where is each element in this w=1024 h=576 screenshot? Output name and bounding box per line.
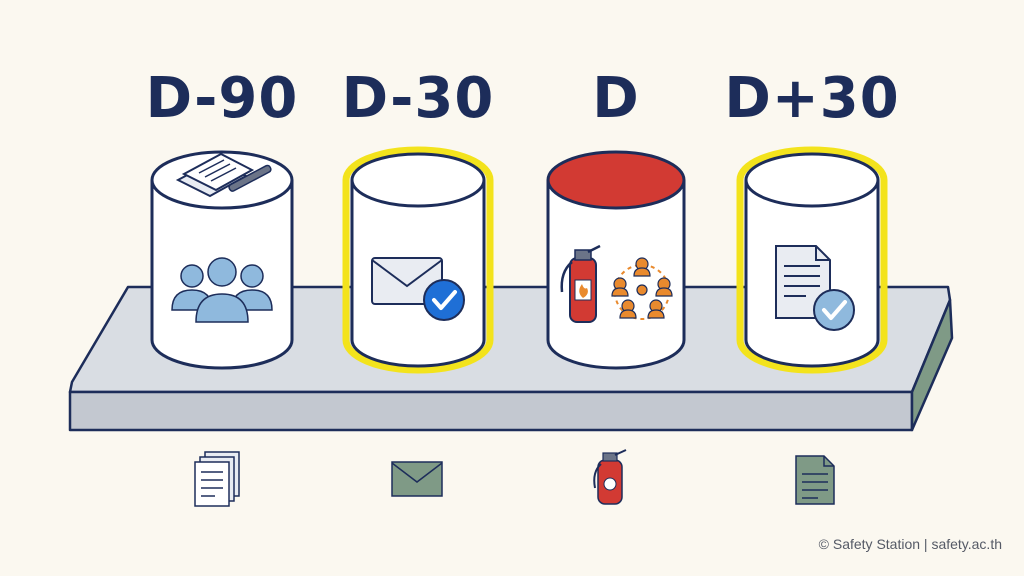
footer-credit: © Safety Station | safety.ac.th [818,536,1002,552]
milestone-label-d-plus-30: D+30 [724,66,900,131]
fire-extinguisher-icon [593,449,627,505]
cylinder-d-90 [150,150,294,370]
milestone-label-d: D [592,66,640,131]
document-check-icon [775,245,855,331]
envelope-check-icon [371,257,465,321]
document-pen-icon [175,152,272,198]
milestone-label-d-30: D-30 [341,66,495,131]
cylinder-d-30 [342,146,494,374]
document-icon [795,455,835,505]
fire-extinguisher-team-icon [560,244,673,323]
stacked-documents-icon [194,451,240,507]
envelope-icon [391,461,443,497]
people-group-icon [171,257,273,323]
cylinder-d [546,150,686,370]
cylinder-d-plus-30 [736,146,888,374]
milestone-label-d-90: D-90 [145,66,299,131]
